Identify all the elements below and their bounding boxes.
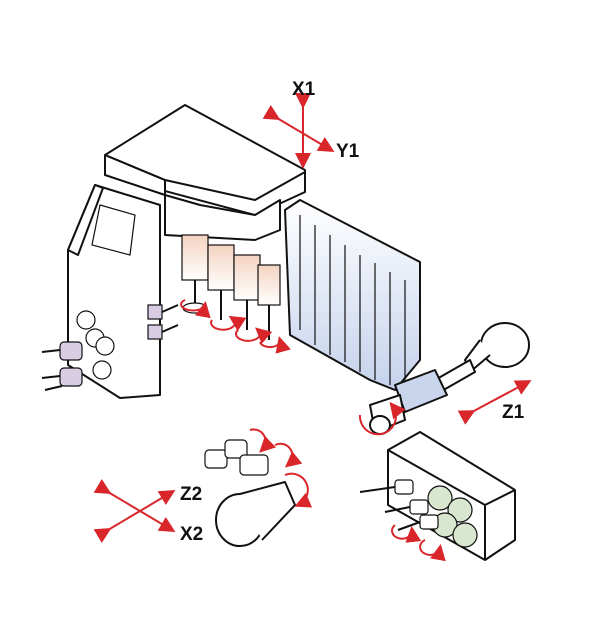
sub-spindle	[204, 439, 296, 547]
left-column	[41, 184, 179, 399]
axis-label-z2: Z2	[180, 484, 202, 505]
comb-tool-plates	[284, 199, 421, 391]
axis-label-y1: Y1	[336, 141, 360, 162]
z1-spindle	[369, 322, 530, 435]
axis-x1-y1	[262, 93, 335, 169]
axis-z1-arrow	[457, 380, 532, 425]
turret-block	[359, 431, 516, 561]
axis-label-z1: Z1	[502, 402, 525, 423]
spindle-gang	[181, 234, 281, 340]
top-head-block	[104, 104, 306, 241]
axis-label-x2: X2	[180, 524, 203, 545]
left-tool-holders	[41, 304, 179, 391]
axis-label-x1: X1	[292, 79, 316, 100]
axis-z2-x2	[93, 478, 176, 544]
rotation-arrows	[180, 299, 446, 562]
